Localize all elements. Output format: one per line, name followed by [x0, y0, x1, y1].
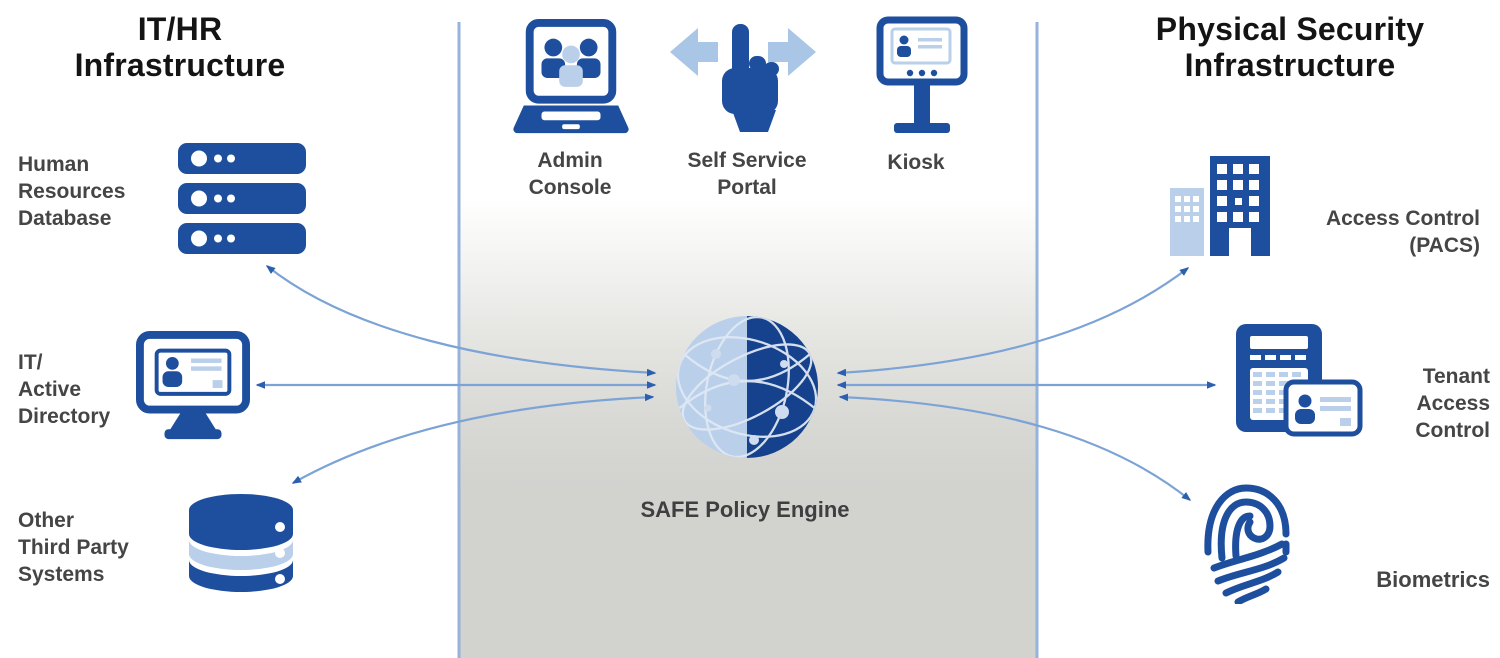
- label-self-service-portal: Self Service Portal: [687, 149, 807, 199]
- label-admin-console: Admin Console: [528, 149, 612, 199]
- policy-engine-label: SAFE Policy Engine: [640, 497, 850, 522]
- label-tenant-access: Tenant Access Control: [1415, 365, 1490, 442]
- label-biometrics: Biometrics: [1376, 567, 1490, 592]
- arrow-access-control: [836, 267, 1190, 377]
- label-third-party: Other Third Party Systems: [18, 509, 129, 586]
- arrow-third-party: [291, 393, 655, 484]
- label-active-directory: IT/ Active Directory: [18, 351, 111, 428]
- laptop-users-icon: [513, 19, 629, 134]
- right-section-title: Physical Security Infrastructure: [1155, 11, 1425, 83]
- hand-arrows-icon: [670, 24, 816, 132]
- label-kiosk: Kiosk: [887, 151, 945, 174]
- arrow-biometrics: [838, 393, 1192, 501]
- server-stack-icon: [178, 143, 306, 254]
- arrow-group: [255, 265, 1217, 501]
- arrow-hr-database: [265, 265, 657, 377]
- database-cylinder-icon: [189, 494, 293, 592]
- card-reader-icon: [1236, 324, 1363, 437]
- label-hr-database: Human Resources Database: [18, 153, 126, 230]
- directory-monitor-icon: [136, 330, 250, 440]
- left-section-title: IT/HR Infrastructure: [74, 11, 286, 83]
- buildings-icon: [1170, 156, 1270, 256]
- globe-network-icon: [676, 316, 818, 458]
- fingerprint-icon: [1204, 484, 1290, 604]
- label-access-control: Access Control (PACS): [1325, 207, 1480, 257]
- kiosk-icon: [876, 16, 968, 133]
